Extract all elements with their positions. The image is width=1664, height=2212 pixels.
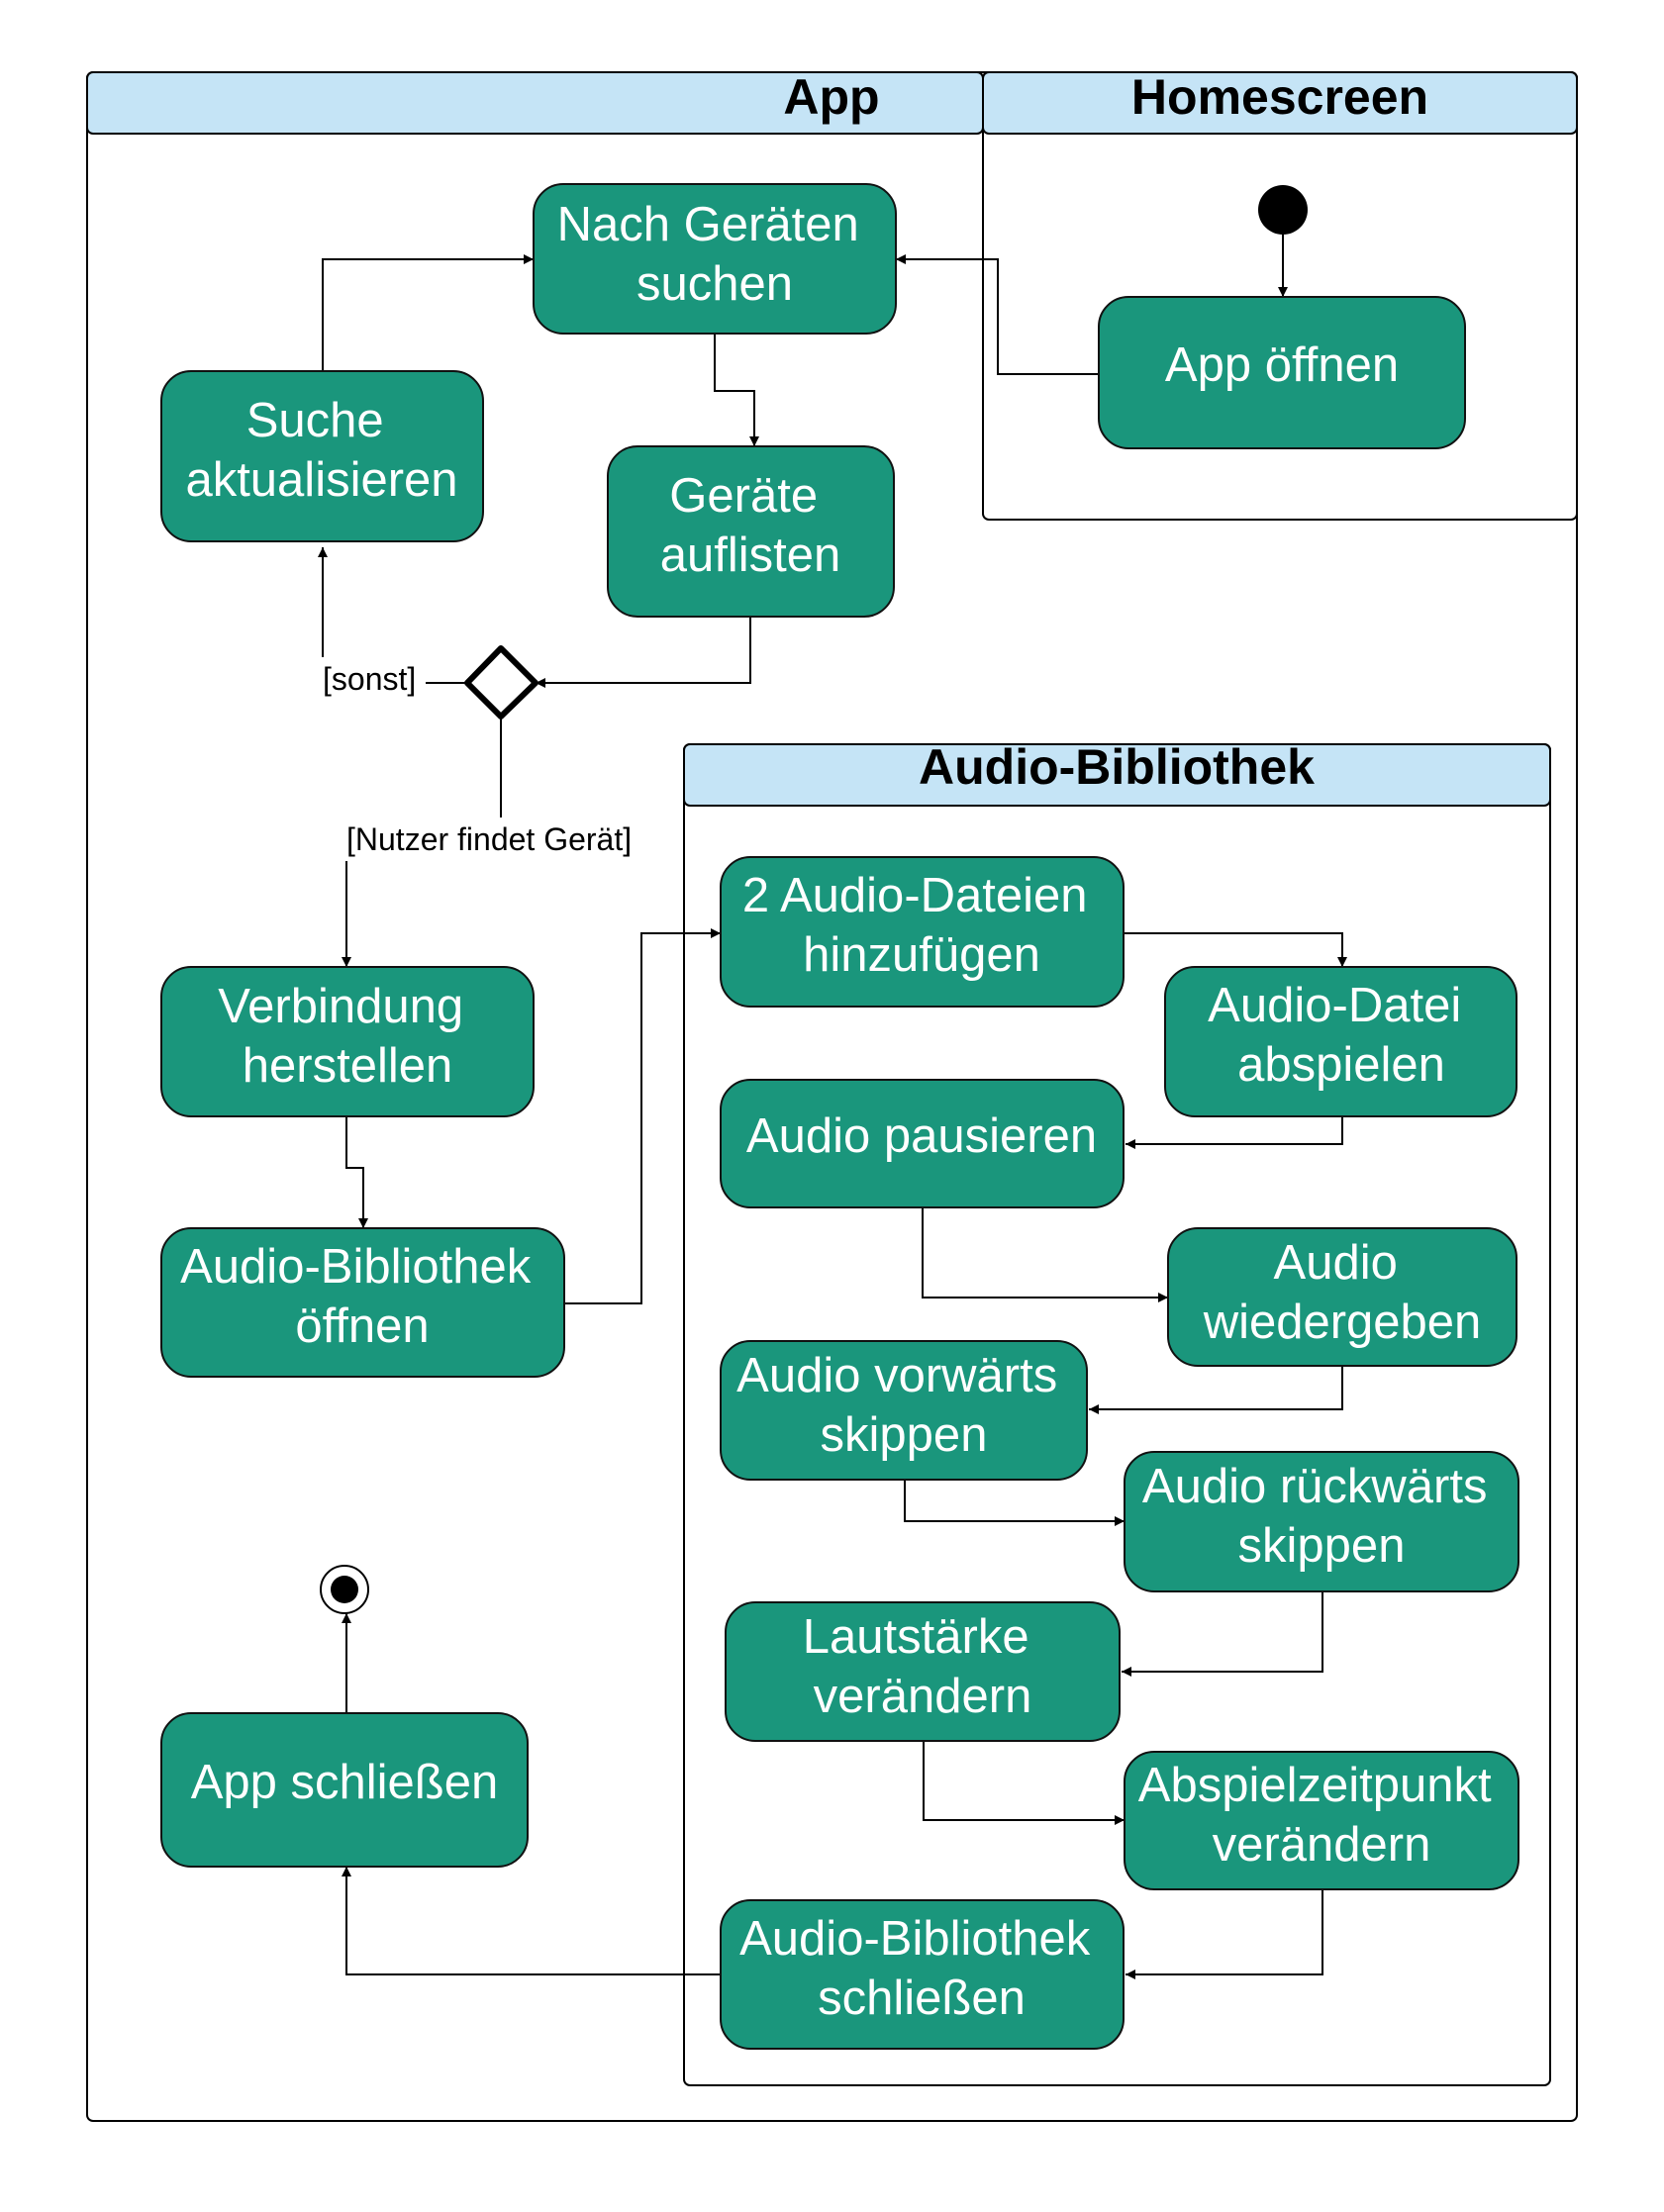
- node-lautstaerke-veraendern-line-1: Lautstärke: [803, 1610, 1029, 1664]
- node-audio-dateien-hinzufuegen-line-2: hinzufügen: [803, 928, 1040, 982]
- pool-audio-library-title: Audio-Bibliothek: [919, 739, 1315, 795]
- node-audio-wiedergeben: Audio wiedergeben: [1167, 1227, 1517, 1367]
- svg-text:Lautstärke verändern: Lautstärke verändern: [803, 1610, 1042, 1723]
- node-nach-geraeten-suchen-line-1: Nach Geräten: [557, 198, 859, 251]
- node-audio-datei-abspielen-line-1: Audio-Datei: [1208, 979, 1461, 1032]
- node-audio-rueckwaerts-skippen-line-1: Audio rückwärts: [1142, 1460, 1488, 1513]
- edge-app-oeffnen-to-geraete-suchen: [896, 254, 1099, 375]
- node-audio-bibliothek-schliessen-line-1: Audio-Bibliothek: [739, 1912, 1091, 1966]
- guard-nutzer-findet-geraet: [Nutzer findet Gerät]: [346, 821, 632, 857]
- node-audio-wiedergeben-line-2: wiedergeben: [1203, 1296, 1482, 1349]
- edge-verbindung-to-bibliothek-oeffnen: [345, 1116, 368, 1228]
- node-audio-wiedergeben-line-1: Audio: [1274, 1236, 1398, 1290]
- node-app-schliessen: App schließen: [160, 1712, 529, 1868]
- node-audio-datei-abspielen-line-2: abspielen: [1237, 1038, 1445, 1092]
- edge-datei-abspielen-to-audio-pausieren: [1126, 1116, 1343, 1149]
- edge-audio-wiedergeben-to-vorwaerts-skippen: [1089, 1366, 1343, 1414]
- edge-abspielzeitpunkt-to-bibliothek-schliessen: [1126, 1889, 1323, 1979]
- svg-text:Audio rückwärts skippen: Audio rückwärts skippen: [1142, 1460, 1501, 1573]
- pool-audio-library-header: [683, 743, 1551, 807]
- node-audio-vorwaerts-skippen: Audio vorwärts skippen: [720, 1340, 1088, 1481]
- svg-text:Audio wiedergeben: Audio wiedergeben: [1203, 1236, 1482, 1349]
- edge-rueckwaerts-to-lautstaerke: [1122, 1591, 1323, 1677]
- edge-geraete-auflisten-to-decision: [536, 617, 751, 688]
- edge-geraete-suchen-to-geraete-auflisten: [714, 334, 759, 446]
- final-node: [320, 1565, 369, 1614]
- edge-suche-aktualisieren-to-geraete-suchen: [322, 254, 534, 371]
- svg-text:Geräte auflisten: Geräte auflisten: [660, 469, 841, 582]
- svg-text:Audio-Bibliothek öffnen: Audio-Bibliothek öffnen: [180, 1240, 544, 1353]
- svg-text:Nach Geräten suchen: Nach Geräten suchen: [557, 198, 873, 311]
- node-geraete-auflisten-line-2: auflisten: [660, 529, 841, 582]
- node-suche-aktualisieren: Suche aktualisieren: [160, 370, 484, 542]
- edge-vorwaerts-to-rueckwaerts-skippen: [904, 1480, 1125, 1526]
- node-app-oeffnen: App öffnen: [1098, 296, 1466, 449]
- node-app-oeffnen-line-1: App öffnen: [1165, 338, 1399, 392]
- node-lautstaerke-veraendern-line-2: verändern: [814, 1670, 1032, 1723]
- node-audio-vorwaerts-skippen-line-2: skippen: [821, 1408, 988, 1462]
- node-lautstaerke-veraendern: Lautstärke verändern: [725, 1601, 1121, 1742]
- node-nach-geraeten-suchen-line-2: suchen: [636, 257, 793, 311]
- pool-homescreen-title: Homescreen: [1131, 69, 1428, 125]
- node-audio-bibliothek-oeffnen: Audio-Bibliothek öffnen: [160, 1227, 565, 1378]
- svg-text:Abspielzeitpunkt verände: Abspielzeitpunkt verändern: [1138, 1759, 1505, 1872]
- svg-text:Audio vorwärts skippen: Audio vorwärts skippen: [736, 1349, 1071, 1462]
- edge-lautstaerke-to-abspielzeitpunkt: [923, 1741, 1125, 1825]
- node-app-schliessen-line-1: App schließen: [191, 1756, 499, 1809]
- svg-text:Audio-Datei abspielen: Audio-Datei abspielen: [1208, 979, 1475, 1092]
- svg-text:Suche aktualisieren: Suche aktualisieren: [185, 394, 457, 507]
- edge-bibliothek-oeffnen-to-dateien-hinzufuegen: [564, 928, 721, 1304]
- node-suche-aktualisieren-line-2: aktualisieren: [185, 453, 457, 507]
- node-audio-datei-abspielen: Audio-Datei abspielen: [1164, 966, 1517, 1117]
- node-audio-rueckwaerts-skippen-line-2: skippen: [1238, 1519, 1406, 1573]
- edge-dateien-hinzufuegen-to-datei-abspielen: [1124, 932, 1347, 967]
- node-audio-bibliothek-oeffnen-line-1: Audio-Bibliothek: [180, 1240, 532, 1294]
- node-geraete-auflisten: Geräte auflisten: [607, 445, 895, 618]
- node-nach-geraeten-suchen: Nach Geräten suchen: [533, 183, 897, 335]
- node-verbindung-herstellen: Verbindung herstellen: [160, 966, 535, 1117]
- node-audio-pausieren-line-1: Audio pausieren: [746, 1109, 1097, 1163]
- edge-bibliothek-schliessen-to-app-schliessen: [342, 1867, 721, 1975]
- guard-sonst: [sonst]: [323, 661, 416, 697]
- svg-text:App öffnen: App öffnen: [1165, 338, 1399, 392]
- svg-text:Audio pausieren: Audio pausieren: [746, 1109, 1097, 1163]
- node-verbindung-herstellen-line-1: Verbindung: [218, 980, 463, 1033]
- node-audio-dateien-hinzufuegen-line-1: 2 Audio-Dateien: [742, 869, 1088, 922]
- node-abspielzeitpunkt-veraendern-line-2: verändern: [1213, 1818, 1431, 1872]
- pool-app-title: App: [783, 69, 879, 125]
- node-audio-bibliothek-schliessen: Audio-Bibliothek schließen: [720, 1899, 1125, 2050]
- node-audio-vorwaerts-skippen-line-1: Audio vorwärts: [736, 1349, 1057, 1402]
- node-verbindung-herstellen-line-2: herstellen: [243, 1039, 452, 1093]
- svg-text:Verbindung herstellen: Verbindung herstellen: [218, 980, 477, 1093]
- pool-homescreen-header: [982, 71, 1578, 135]
- pool-homescreen: Homescreen: [982, 69, 1578, 521]
- node-suche-aktualisieren-line-1: Suche: [246, 394, 384, 447]
- node-geraete-auflisten-line-1: Geräte: [669, 469, 818, 523]
- svg-text:Audio-Bibliothek schließ: Audio-Bibliothek schließen: [739, 1912, 1104, 2025]
- node-audio-rueckwaerts-skippen: Audio rückwärts skippen: [1124, 1451, 1519, 1592]
- decision-node: [464, 645, 538, 720]
- svg-text:2 Audio-Dateien hinzufüg: 2 Audio-Dateien hinzufügen: [742, 869, 1101, 982]
- node-audio-dateien-hinzufuegen: 2 Audio-Dateien hinzufügen: [720, 856, 1125, 1008]
- node-abspielzeitpunkt-veraendern-line-1: Abspielzeitpunkt: [1138, 1759, 1492, 1812]
- node-audio-bibliothek-schliessen-line-2: schließen: [818, 1972, 1026, 2025]
- node-audio-pausieren: Audio pausieren: [720, 1079, 1125, 1208]
- node-audio-bibliothek-oeffnen-line-2: öffnen: [295, 1299, 429, 1353]
- svg-text:App schließen: App schließen: [191, 1756, 499, 1809]
- edge-audio-pausieren-to-audio-wiedergeben: [922, 1207, 1168, 1302]
- initial-node: [1258, 185, 1308, 235]
- node-abspielzeitpunkt-veraendern: Abspielzeitpunkt verändern: [1124, 1751, 1519, 1890]
